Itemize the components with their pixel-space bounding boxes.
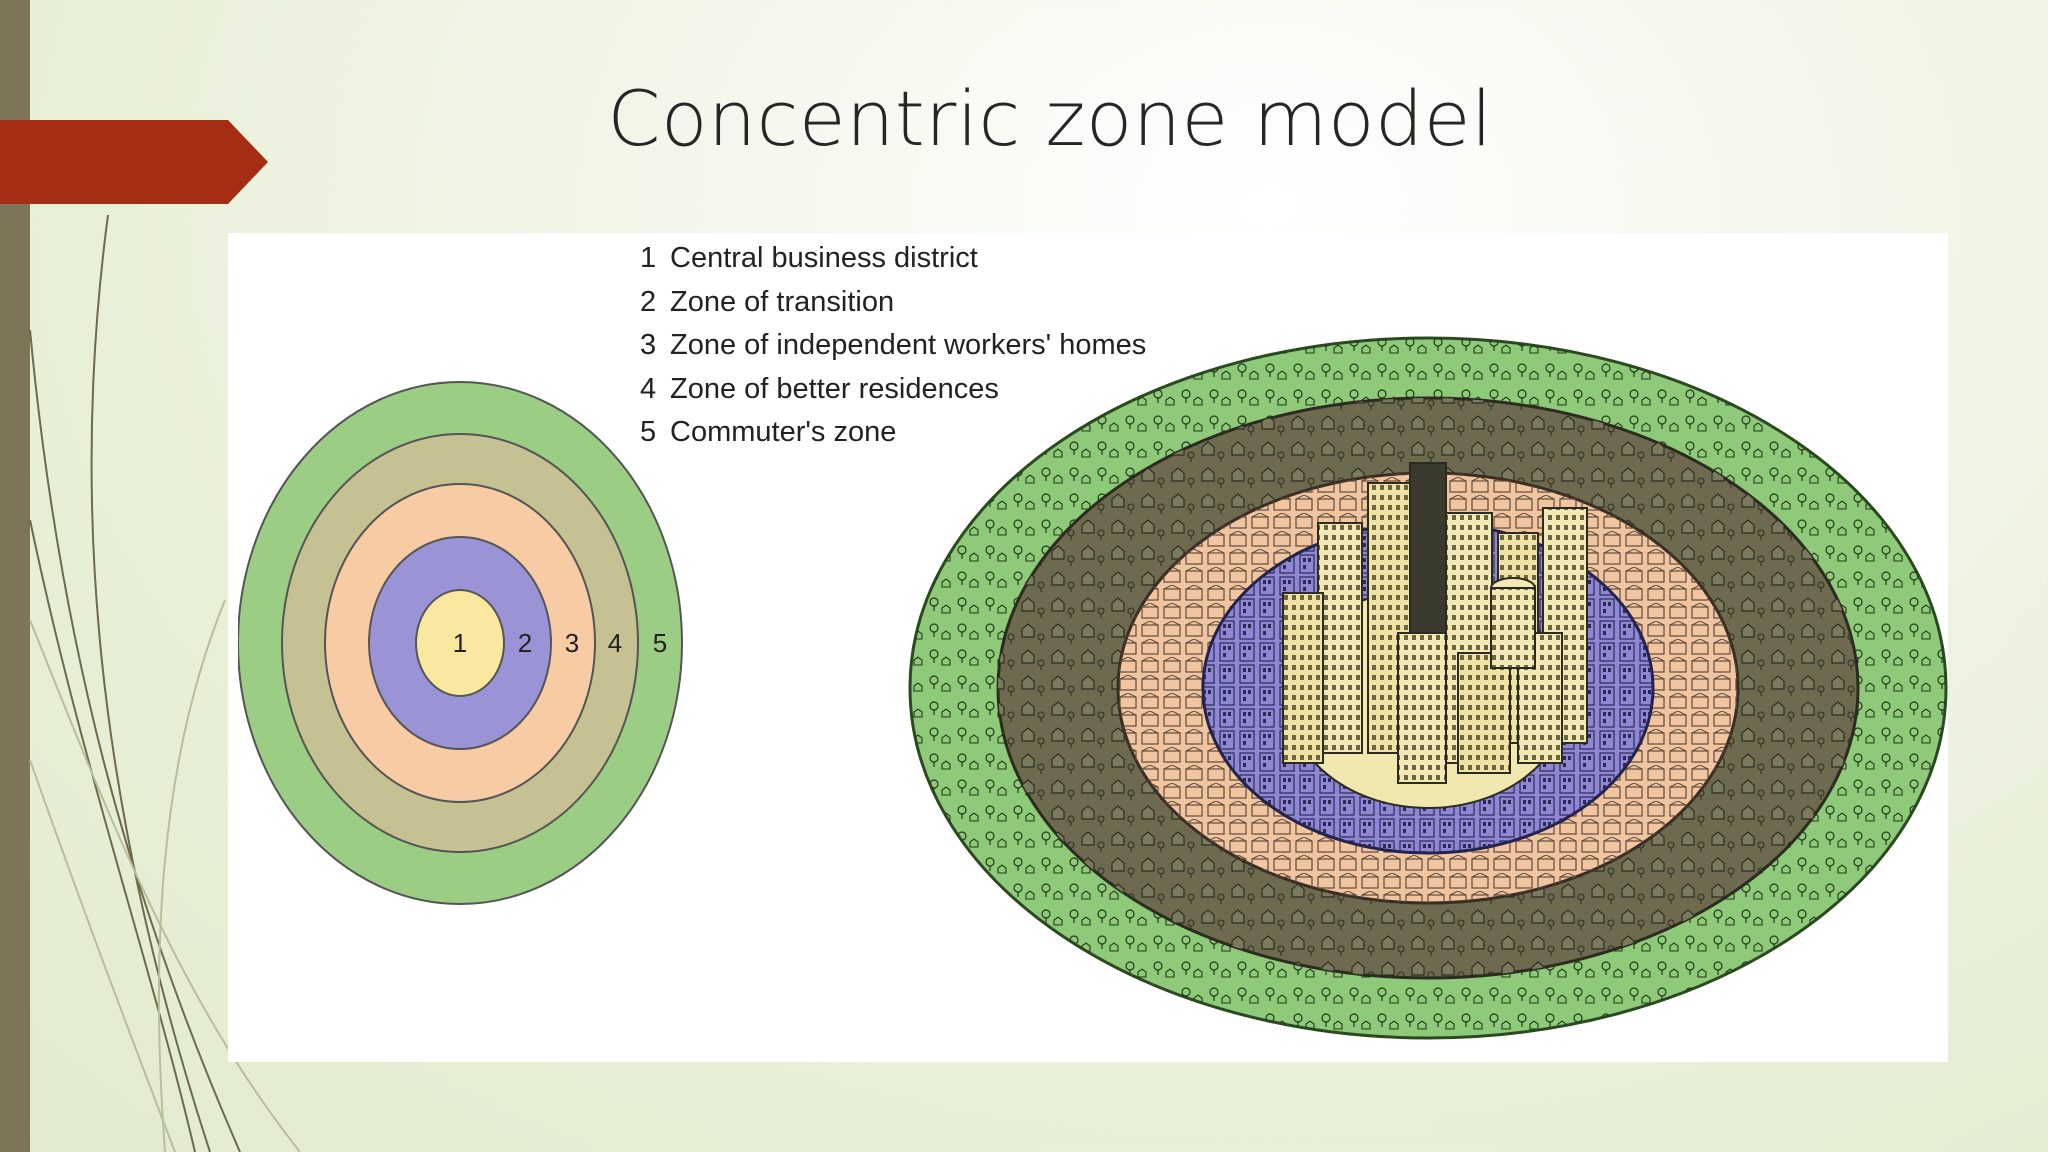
- legend-label: Commuter's zone: [670, 416, 897, 448]
- legend-number: 5: [640, 416, 657, 448]
- legend-item: 4 Zone of better residences: [640, 368, 1146, 412]
- diagram-image: 1 Central business district 2 Zone of tran…: [228, 233, 1948, 1062]
- ring-label: 1: [453, 628, 467, 658]
- legend-label: Zone of better residences: [670, 372, 999, 405]
- ring-label: 5: [653, 628, 667, 658]
- slide-title: Concentric zone model: [607, 74, 1493, 163]
- city-illustration: [908, 336, 1948, 1040]
- zone-1-ring: [415, 589, 505, 697]
- zone-legend: 1 Central business district 2 Zone of tran…: [640, 237, 1146, 455]
- title-accent-arrow: [0, 120, 268, 204]
- grass-decoration: [29, 214, 300, 1152]
- legend-label: Zone of independent workers' homes: [670, 329, 1147, 361]
- legend-label: Zone of transition: [670, 285, 895, 318]
- legend-item: 1 Central business district: [640, 237, 1146, 281]
- legend-item: 2 Zone of transition: [640, 281, 1146, 325]
- legend-label: Central business district: [670, 242, 978, 274]
- ring-label: 4: [608, 628, 622, 658]
- legend-number: 3: [640, 329, 657, 361]
- ring-label: 2: [518, 628, 532, 658]
- ring-label: 3: [565, 628, 579, 658]
- concentric-rings-diagram: 1 2 3 4 5: [238, 381, 683, 905]
- legend-item: 3 Zone of independent workers' homes: [640, 324, 1146, 368]
- legend-number: 1: [640, 242, 657, 274]
- legend-item: 5 Commuter's zone: [640, 411, 1146, 455]
- legend-number: 4: [640, 372, 657, 405]
- legend-number: 2: [640, 285, 657, 318]
